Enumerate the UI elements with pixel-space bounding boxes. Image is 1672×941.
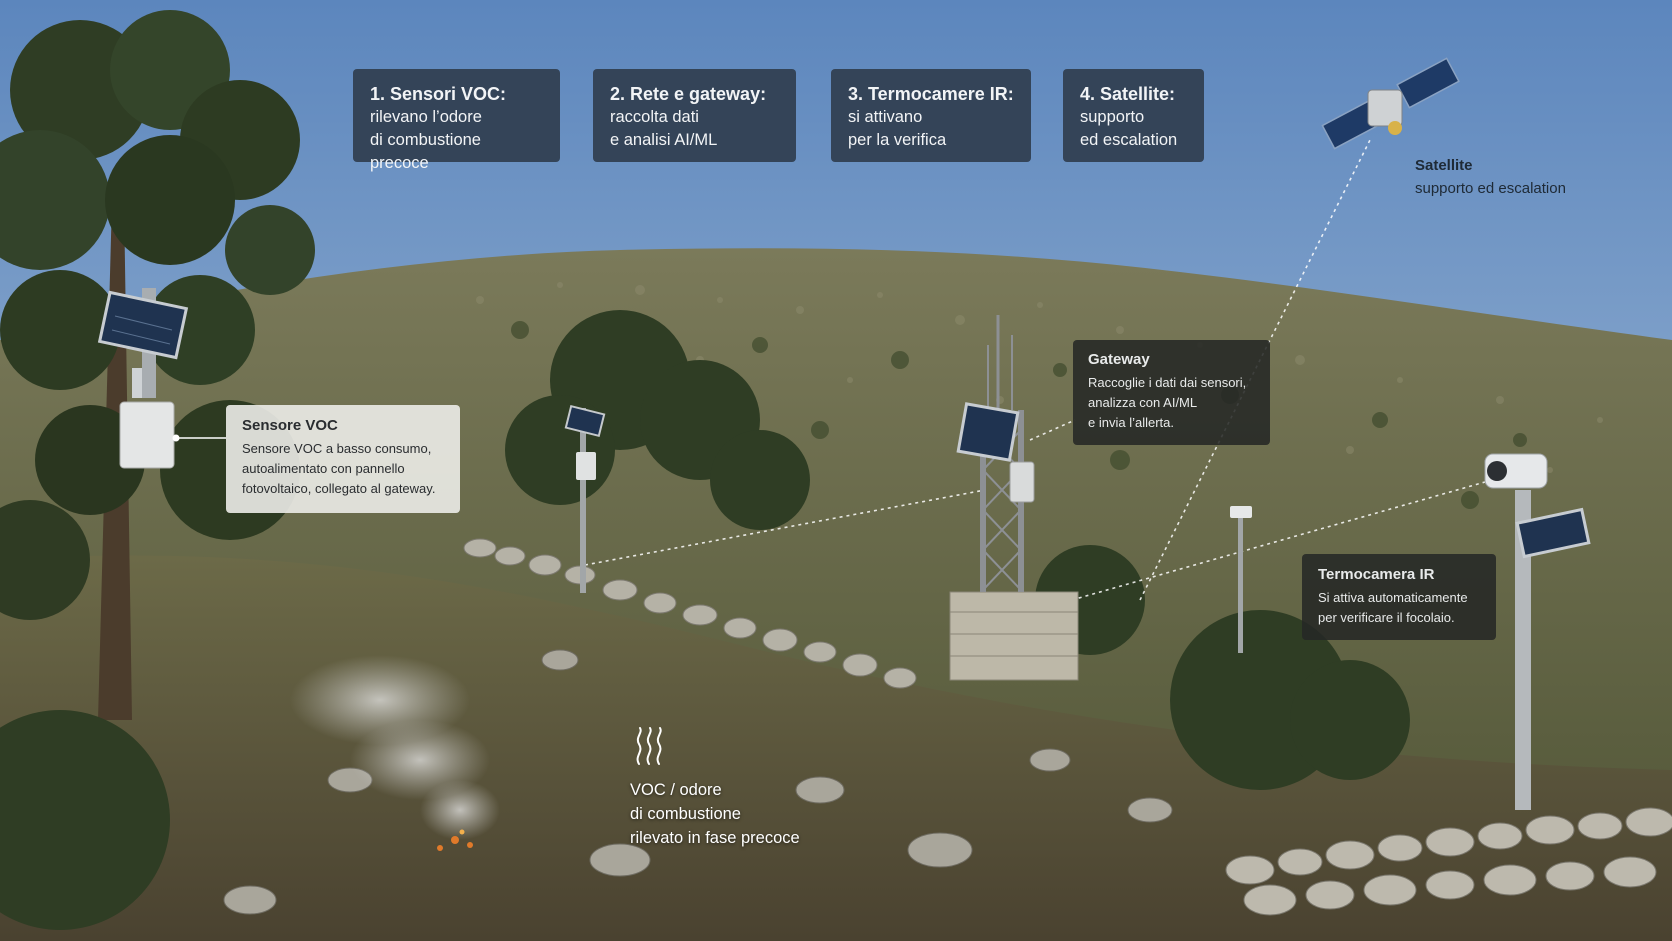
voc-emission-text: VOC / odore: [630, 781, 722, 799]
sensor-text: fotovoltaico, collegato al gateway.: [242, 481, 436, 496]
step-text: si attivano: [848, 108, 923, 126]
step-title: 3. Termocamere IR:: [848, 84, 1014, 104]
sensor-text: Sensore VOC a basso consumo,: [242, 441, 432, 456]
step-box-thermal-cameras: 3. Termocamere IR: si attivano per la ve…: [831, 69, 1031, 162]
voc-emission-label: VOC / odore di combustione rilevato in f…: [630, 778, 800, 850]
foreground-ground: [0, 555, 1672, 941]
step-text: raccolta dati: [610, 108, 699, 126]
voc-emission-text: di combustione: [630, 805, 741, 823]
stone-wall-right: [1225, 807, 1672, 916]
voc-sensor-device: [97, 288, 226, 469]
step-box-voc-sensors: 1. Sensori VOC: rilevano l’odore di comb…: [353, 69, 560, 172]
step-text: ed escalation: [1080, 131, 1178, 149]
satellite-device: [1321, 57, 1460, 150]
gateway-callout: Gateway Raccoglie i dati dai sensori, an…: [1073, 340, 1270, 445]
pine-tree: [0, 10, 315, 720]
small-fire: [437, 829, 473, 851]
thermal-camera-device: [1484, 453, 1591, 810]
heat-waves-icon: [634, 726, 666, 771]
thermal-camera-callout: Termocamera IR Si attiva automaticamente…: [1302, 554, 1496, 640]
camera-title: Termocamera IR: [1318, 566, 1435, 583]
satellite-label: Satellite supporto ed escalation: [1415, 154, 1566, 200]
satellite-subtitle: supporto ed escalation: [1415, 180, 1566, 197]
step-text: supporto: [1080, 108, 1145, 126]
voc-emission-text: rilevato in fase precoce: [630, 829, 800, 847]
gateway-text: Raccoglie i dati dai sensori,: [1088, 375, 1247, 390]
gateway-text: analizza con AI/ML: [1088, 395, 1198, 410]
step-title: 1. Sensori VOC:: [370, 84, 507, 104]
step-box-satellite: 4. Satellite: supporto ed escalation: [1063, 69, 1204, 162]
sensor-title: Sensore VOC: [242, 417, 338, 434]
satellite-title: Satellite: [1415, 157, 1473, 174]
stone-wall-left: [463, 538, 917, 689]
step-text: e analisi AI/ML: [610, 131, 718, 149]
gateway-title: Gateway: [1088, 351, 1150, 368]
voc-sensor-callout: Sensore VOC Sensore VOC a basso consumo,…: [226, 405, 460, 513]
step-text: rilevano l’odore: [370, 108, 482, 126]
step-text: di combustione precoce: [370, 131, 481, 172]
sensor-text: autoalimentato con pannello: [242, 461, 405, 476]
step-title: 2. Rete e gateway:: [610, 84, 767, 104]
camera-text: Si attiva automaticamente: [1318, 590, 1468, 605]
camera-text: per verificare il focolaio.: [1318, 610, 1455, 625]
gateway-text: e invia l’allerta.: [1088, 415, 1174, 430]
smoke-plume: [290, 655, 500, 840]
connection-lines: [584, 139, 1486, 601]
step-text: per la verifica: [848, 131, 947, 149]
hillside-texture: [476, 282, 1603, 473]
foreground-rocks: [223, 649, 1173, 915]
camera-small: [1230, 506, 1252, 653]
step-title: 4. Satellite:: [1080, 84, 1176, 104]
voc-sensor-small: [564, 405, 606, 593]
step-box-network-gateway: 2. Rete e gateway: raccolta dati e anali…: [593, 69, 796, 162]
gateway-tower: [949, 315, 1079, 681]
